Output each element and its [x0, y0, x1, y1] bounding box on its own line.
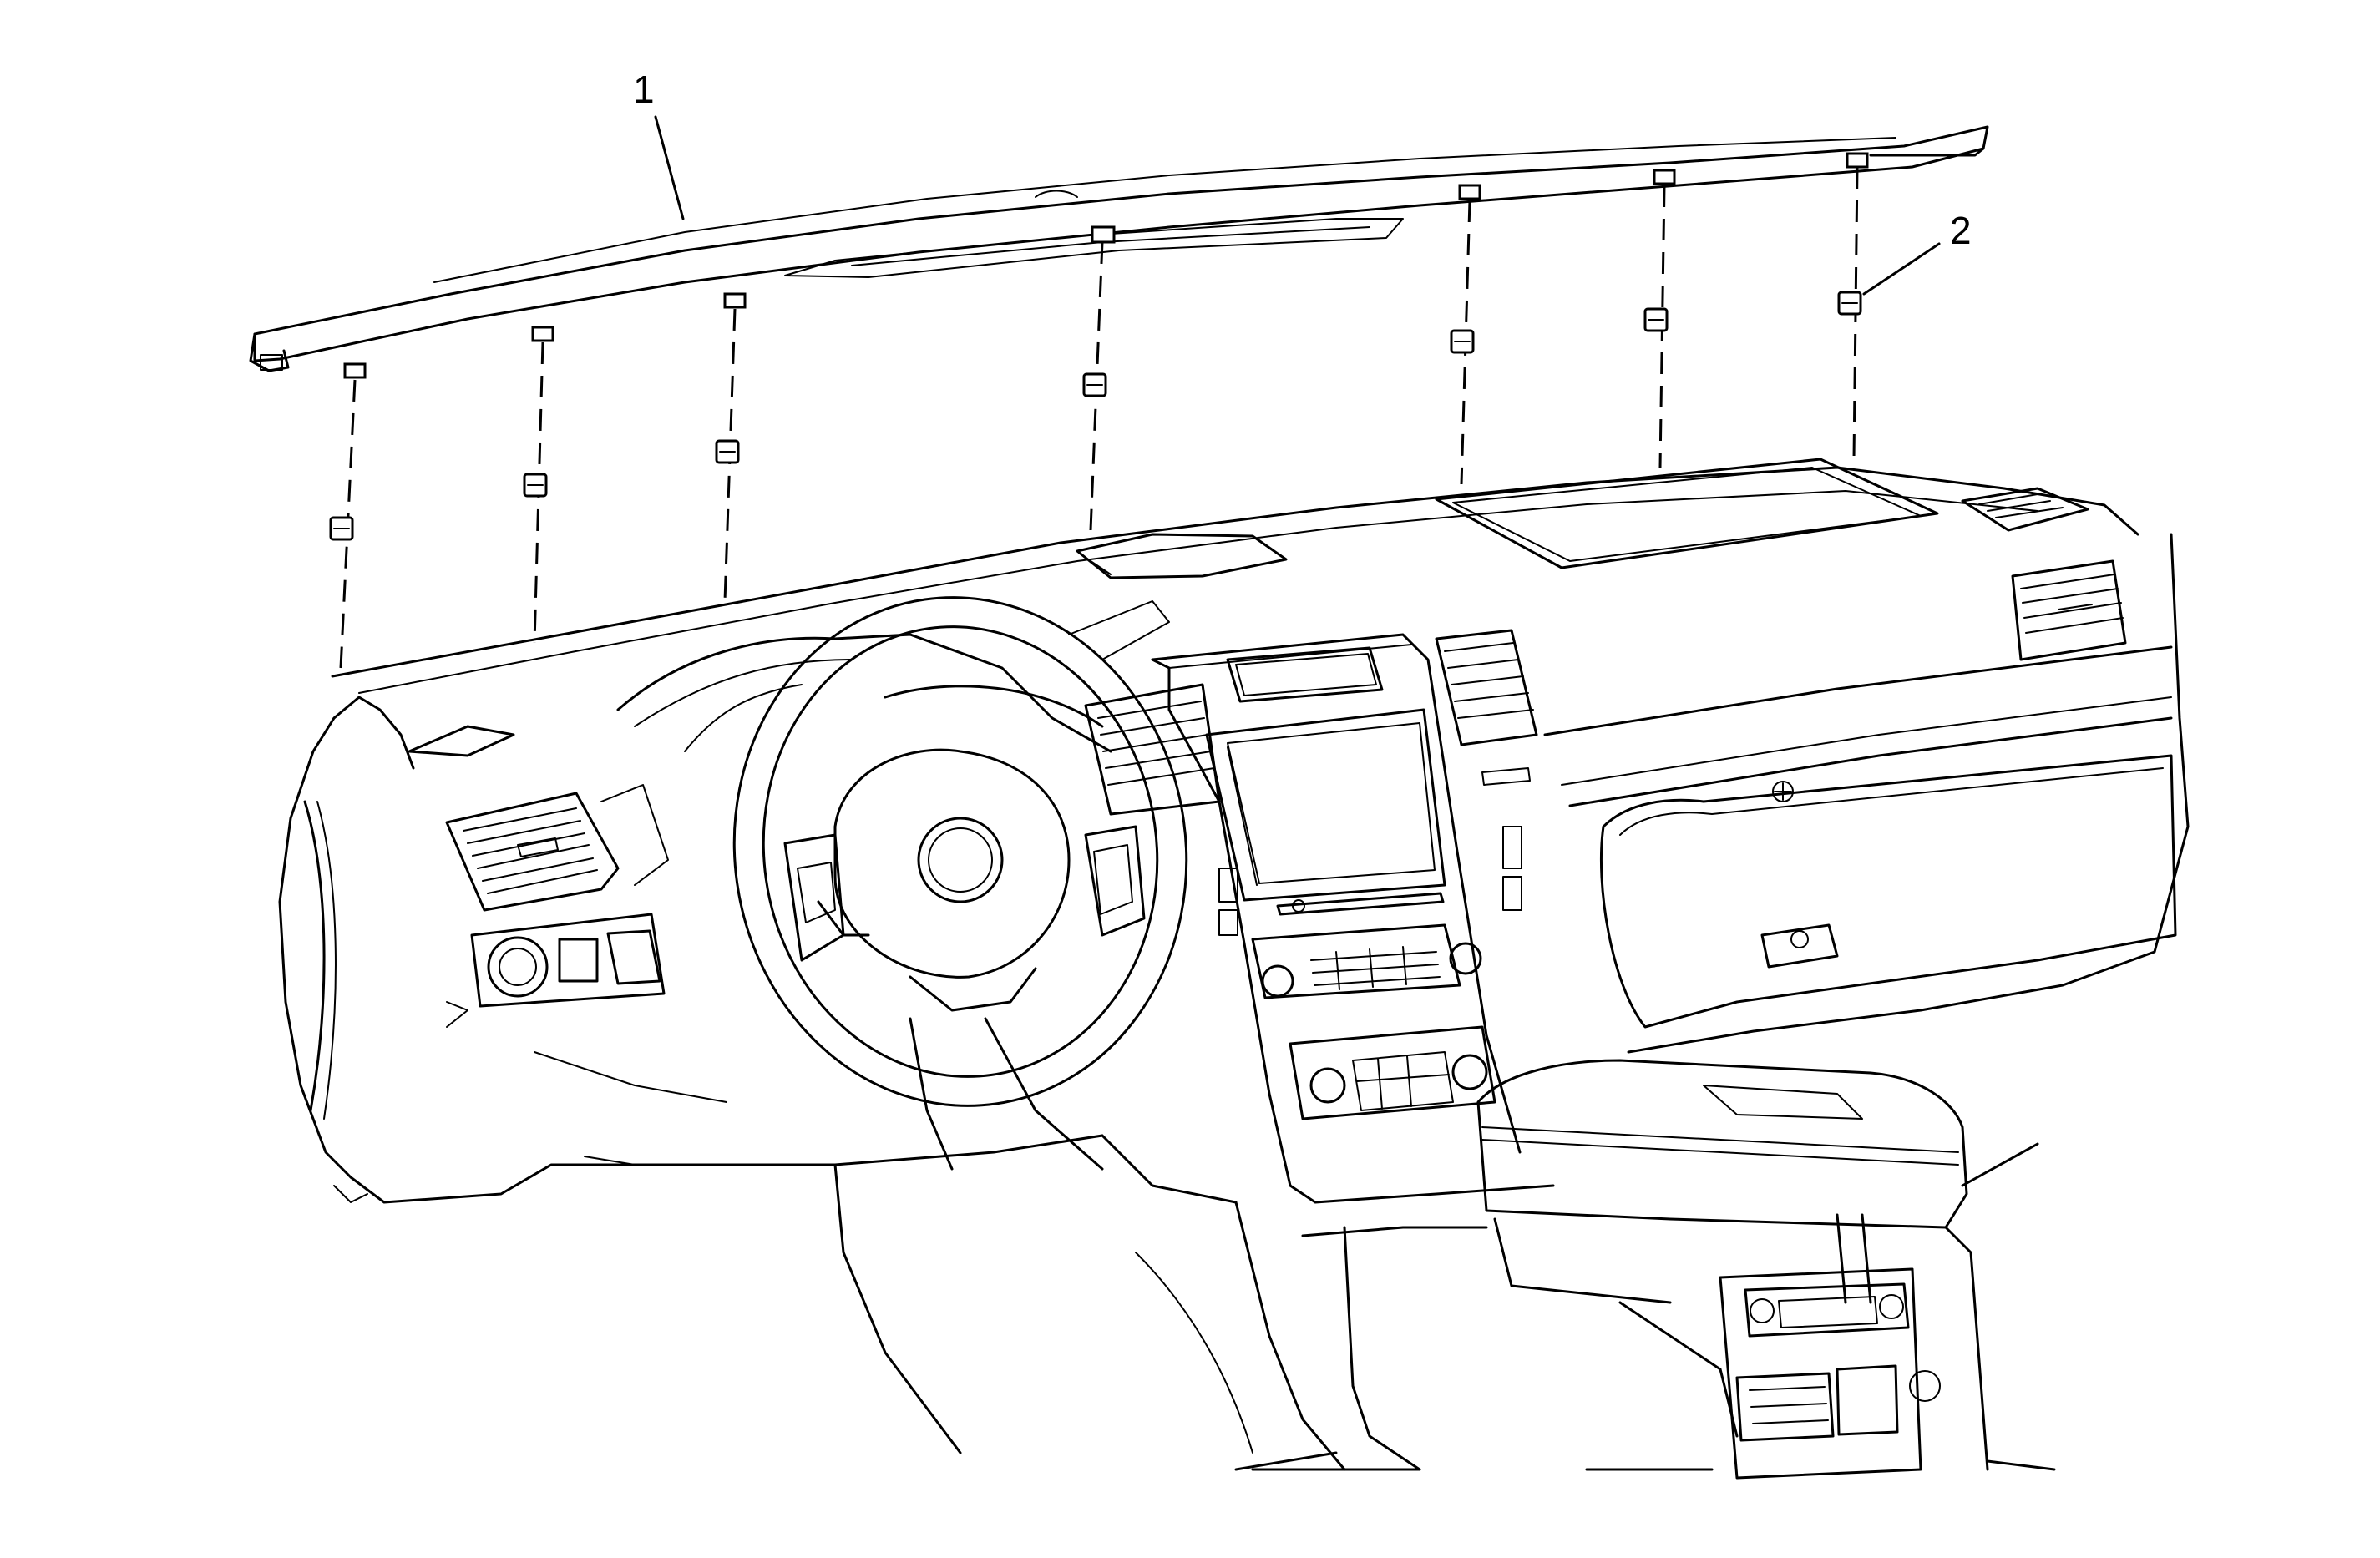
installation-guide-lines [339, 166, 1859, 669]
logo-icon [1772, 781, 1794, 802]
callout-1-label: 1 [633, 68, 655, 111]
retainer-clip-7 [1837, 291, 1862, 316]
floor-outline [1135, 1252, 2056, 1471]
retainer-clip-1 [329, 516, 354, 541]
retainer-clip-6 [1643, 307, 1669, 332]
callout-1-leader [654, 115, 685, 220]
retainer-clip-4 [1082, 372, 1107, 397]
retainer-clip-3 [715, 439, 740, 464]
retainer-clip-5 [1450, 329, 1475, 354]
callout-2: 2 [1862, 209, 1972, 296]
retainer-clip-2 [523, 473, 548, 498]
callout-2-leader [1862, 242, 1941, 296]
instrument-panel [278, 458, 2190, 1204]
callout-1: 1 [633, 68, 685, 220]
callout-2-label: 2 [1950, 209, 1972, 252]
instrument-panel-upper-trim-panel [249, 125, 1989, 372]
steering-wheel [732, 596, 1188, 1171]
retainer-clips [329, 152, 1869, 541]
floor-console [833, 1059, 2039, 1480]
